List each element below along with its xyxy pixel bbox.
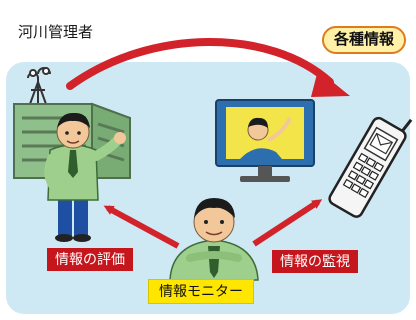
info-flow-arrow: [66, 38, 334, 90]
evaluation-arrow: [103, 205, 180, 249]
mail-icon: [369, 132, 394, 155]
info-monitor-label: 情報モニター: [148, 279, 254, 304]
info-evaluation-label: 情報の評価: [47, 248, 133, 271]
info-monitoring-label: 情報の監視: [272, 250, 358, 273]
tv-presenter: [240, 117, 292, 159]
monitoring-arrow: [252, 199, 323, 247]
various-info-label: 各種情報: [321, 26, 406, 54]
mobile-phone-icon: [328, 116, 413, 218]
river-manager-person: [44, 112, 126, 242]
tv-icon: [215, 99, 315, 182]
antenna-icon: [27, 67, 51, 105]
info-flow-arrowhead: [311, 70, 350, 97]
info-monitor-person: [169, 198, 259, 281]
river-manager-label: 河川管理者: [18, 23, 94, 41]
